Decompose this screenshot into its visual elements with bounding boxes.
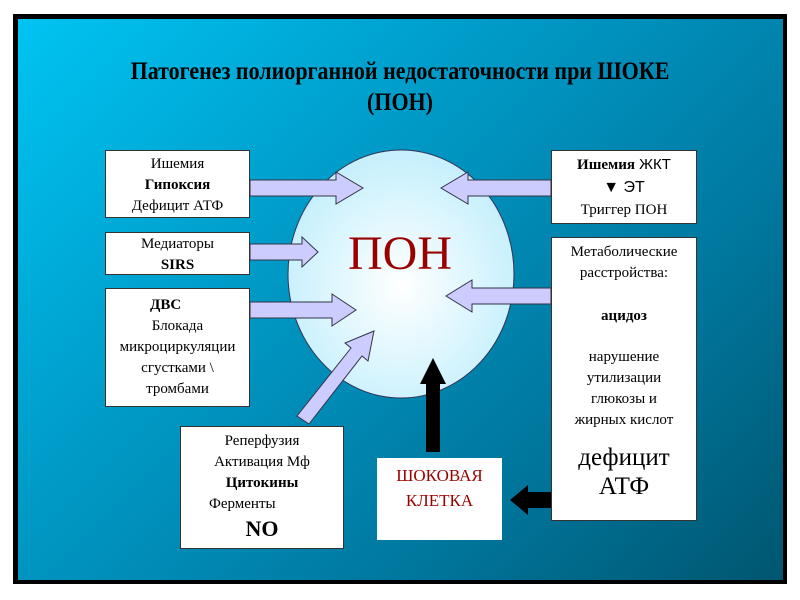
arrow-reperfusion [296, 330, 375, 425]
box-ischemia: Ишемия Гипоксия Дефицит АТФ [105, 150, 250, 218]
box-gi-ischemia: Ишемия ЖКТ ▼ ЭТ Триггер ПОН [551, 150, 697, 224]
arrow-ischemia [249, 171, 364, 205]
text: Ишемия ЖКТ [552, 154, 696, 176]
title-line2: (ПОН) [367, 89, 433, 116]
text: АТФ [598, 473, 650, 500]
text: ацидоз [601, 308, 647, 324]
text: тромбами [146, 381, 209, 397]
text: Гипоксия [144, 177, 211, 193]
arrow-metabolic-to-cell [510, 485, 551, 515]
arrow-shock-cell-up [420, 358, 446, 452]
text: SIRS [160, 257, 195, 273]
text: Активация Мф [214, 454, 310, 470]
arrow-gi [440, 171, 552, 205]
text: ДВС [150, 297, 182, 313]
pon-label: ПОН [348, 227, 452, 280]
text: глюкозы и [591, 391, 657, 407]
text: нарушение [588, 349, 660, 365]
text: Медиаторы [141, 236, 214, 252]
text: дефицит [578, 444, 670, 471]
box-reperfusion: Реперфузия Активация Мф Цитокины Фермент… [180, 426, 344, 549]
arrow-dvs [249, 293, 357, 327]
box-mediators: Медиаторы SIRS [105, 232, 250, 275]
text: КЛЕТКА [405, 491, 474, 510]
box-metabolic: Метаболические расстройства: ацидоз нару… [551, 237, 697, 521]
text: Метаболические [570, 244, 678, 260]
text: Блокада [151, 318, 204, 334]
text: Триггер ПОН [580, 202, 668, 218]
text: ЖКТ [635, 156, 671, 173]
text: Цитокины [225, 475, 299, 491]
text: NO [245, 516, 279, 541]
slide-title: Патогенез полиорганной недостаточности п… [48, 56, 752, 118]
text: Ферменты [209, 496, 276, 512]
text: Реперфузия [224, 433, 300, 449]
pon-circle [287, 149, 515, 399]
arrow-mediators [249, 235, 319, 269]
text: микроциркуляции [119, 339, 236, 355]
text: Ишемия [577, 157, 636, 173]
text: жирных кислот [574, 412, 674, 428]
text: расстройства: [579, 265, 669, 281]
text: Дефицит АТФ [131, 198, 224, 214]
text: Ишемия [150, 156, 205, 172]
text: ▼ ЭТ [603, 179, 645, 196]
box-shock-cell: ШОКОВАЯ КЛЕТКА [377, 458, 502, 540]
text: сгустками \ [141, 360, 214, 376]
text: ШОКОВАЯ [396, 466, 483, 485]
box-dvs: ДВС Блокада микроциркуляции сгустками \ … [105, 288, 250, 407]
title-line1: Патогенез полиорганной недостаточности п… [130, 58, 670, 85]
arrow-metabolic [445, 279, 552, 313]
text: утилизации [586, 370, 662, 386]
